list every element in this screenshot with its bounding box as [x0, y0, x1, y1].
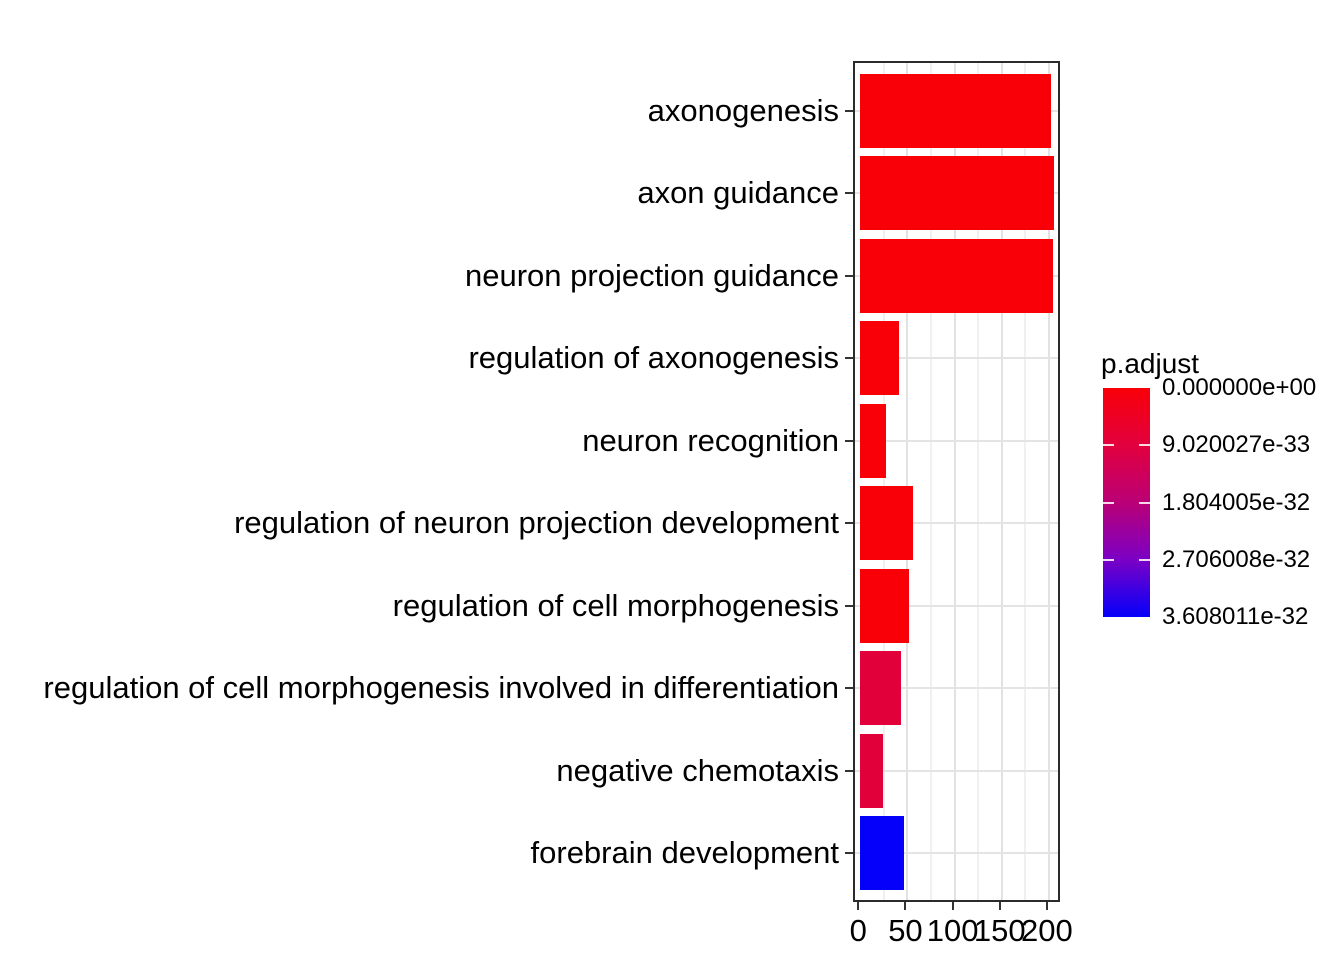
plot-panel [853, 61, 1060, 902]
colorbar-tick [1139, 444, 1150, 447]
y-axis-tick [845, 439, 853, 442]
x-axis-tick-label: 100 [926, 913, 979, 948]
legend-colorbar-gradient [1103, 388, 1150, 617]
x-axis-tick-label: 50 [888, 913, 923, 948]
y-axis-tick [845, 522, 853, 525]
bar [860, 321, 899, 396]
y-axis-label: regulation of cell morphogenesis involve… [43, 670, 839, 706]
y-axis-tick [845, 274, 853, 277]
y-axis-label: regulation of cell morphogenesis [392, 587, 839, 623]
colorbar-tick [1103, 444, 1114, 447]
gridline-vertical-minor [1024, 63, 1027, 900]
y-axis-label: forebrain development [530, 835, 839, 871]
gridline-vertical-major [906, 63, 909, 900]
y-axis-tick [845, 687, 853, 690]
bar [860, 568, 910, 643]
y-axis-label: regulation of neuron projection developm… [234, 505, 839, 541]
y-axis-tick [845, 192, 853, 195]
colorbar-tick [1139, 501, 1150, 504]
x-axis-tick [951, 902, 954, 910]
gridline-vertical-minor [977, 63, 980, 900]
gridline-horizontal [855, 439, 1058, 442]
x-axis-tick [1045, 902, 1048, 910]
x-axis-tick [857, 902, 860, 910]
bar [860, 73, 1051, 148]
y-axis-label: axonogenesis [647, 92, 839, 128]
bar [860, 156, 1054, 231]
x-axis-tick-label: 0 [849, 913, 867, 948]
gridline-vertical-minor [882, 63, 885, 900]
bar [860, 816, 904, 891]
y-axis-label: neuron recognition [582, 422, 839, 458]
gridline-horizontal [855, 604, 1058, 607]
y-axis-tick [845, 604, 853, 607]
gridline-horizontal [855, 769, 1058, 772]
colorbar-tick [1103, 558, 1114, 561]
gridline-horizontal [855, 522, 1058, 525]
legend-tick-label: 2.706008e-32 [1162, 545, 1311, 573]
x-axis-tick [998, 902, 1001, 910]
bar [860, 651, 901, 726]
colorbar-tick [1103, 501, 1114, 504]
legend-tick-label: 3.608011e-32 [1162, 603, 1309, 630]
bar [860, 486, 914, 561]
x-axis-tick-label: 200 [1021, 913, 1073, 948]
gridline-horizontal [855, 357, 1058, 360]
y-axis-tick [845, 769, 853, 772]
legend-tick-label: 1.804005e-32 [1162, 488, 1311, 516]
y-axis-tick [845, 852, 853, 855]
gridline-vertical-major [1047, 63, 1050, 900]
y-axis-label: negative chemotaxis [556, 752, 839, 788]
bar [860, 733, 883, 808]
legend-title: p.adjust [1101, 348, 1200, 379]
gridline-horizontal [855, 687, 1058, 690]
y-axis-tick [845, 109, 853, 112]
y-axis-label: regulation of axonogenesis [468, 340, 839, 376]
bar [860, 403, 886, 478]
gridline-horizontal [855, 852, 1058, 855]
colorbar-tick [1139, 558, 1150, 561]
y-axis-tick [845, 357, 853, 360]
bar [860, 238, 1053, 313]
gridline-vertical-major [1000, 63, 1003, 900]
gridline-vertical-minor [930, 63, 933, 900]
x-axis-tick-label: 150 [973, 913, 1026, 948]
legend-tick-label: 9.020027e-33 [1162, 431, 1311, 459]
y-axis-label: axon guidance [637, 175, 839, 211]
x-axis-tick [904, 902, 907, 910]
gridline-vertical-major [953, 63, 956, 900]
y-axis-label: neuron projection guidance [465, 257, 839, 293]
legend-tick-label: 0.000000e+00 [1162, 374, 1317, 401]
